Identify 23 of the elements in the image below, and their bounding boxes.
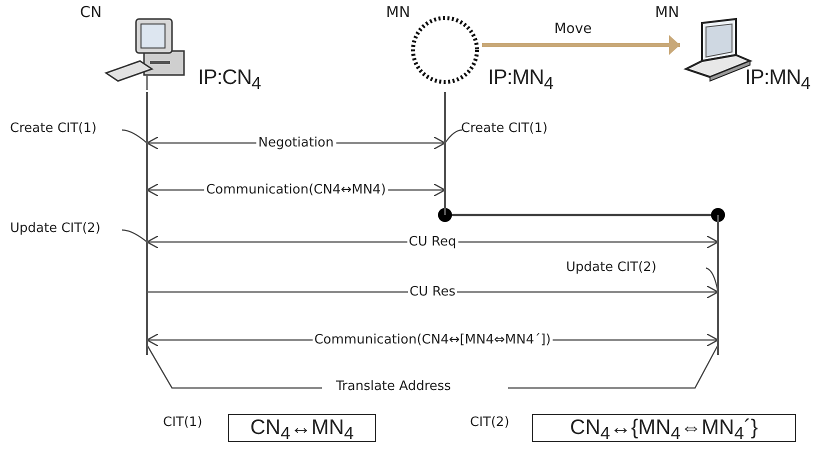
block-arrow bbox=[482, 35, 680, 55]
edge-label: Move bbox=[553, 21, 593, 37]
annotation-label: Create CIT(1) bbox=[461, 121, 548, 136]
connection-line bbox=[438, 208, 725, 222]
address-label: IP:CN$_{4}$ bbox=[198, 66, 261, 94]
table-entry-box: CN$_{4}$↔MN$_{4}$ bbox=[228, 414, 376, 442]
annotation-label: Update CIT(2) bbox=[566, 260, 656, 275]
edge-label: CU Req bbox=[406, 234, 458, 250]
node-name: CIT(2) bbox=[470, 415, 510, 430]
table-entry-box: CN$_{4}$↔{MN$_{4}$⇔MN$_{4}$´} bbox=[532, 414, 796, 442]
address-label: IP:MN$_{4}$ bbox=[488, 66, 554, 94]
node-name: MN bbox=[655, 3, 680, 21]
message-arrow bbox=[147, 285, 719, 299]
address-label: IP:MN$_{4}$ bbox=[745, 66, 810, 94]
node-name: MN bbox=[386, 3, 410, 21]
node-name: CIT(1) bbox=[163, 415, 202, 430]
edge-label: Communication(CN4↔[MN4⇔MN4´]) bbox=[312, 332, 553, 348]
node-name: CN bbox=[80, 3, 102, 21]
edge-label: Communication(CN4↔MN4) bbox=[204, 182, 388, 198]
message-arrow bbox=[146, 235, 719, 249]
annotation-label: Create CIT(1) bbox=[10, 121, 97, 136]
edge-label: Negotiation bbox=[256, 136, 336, 150]
bracket-label: Translate Address bbox=[336, 379, 451, 394]
